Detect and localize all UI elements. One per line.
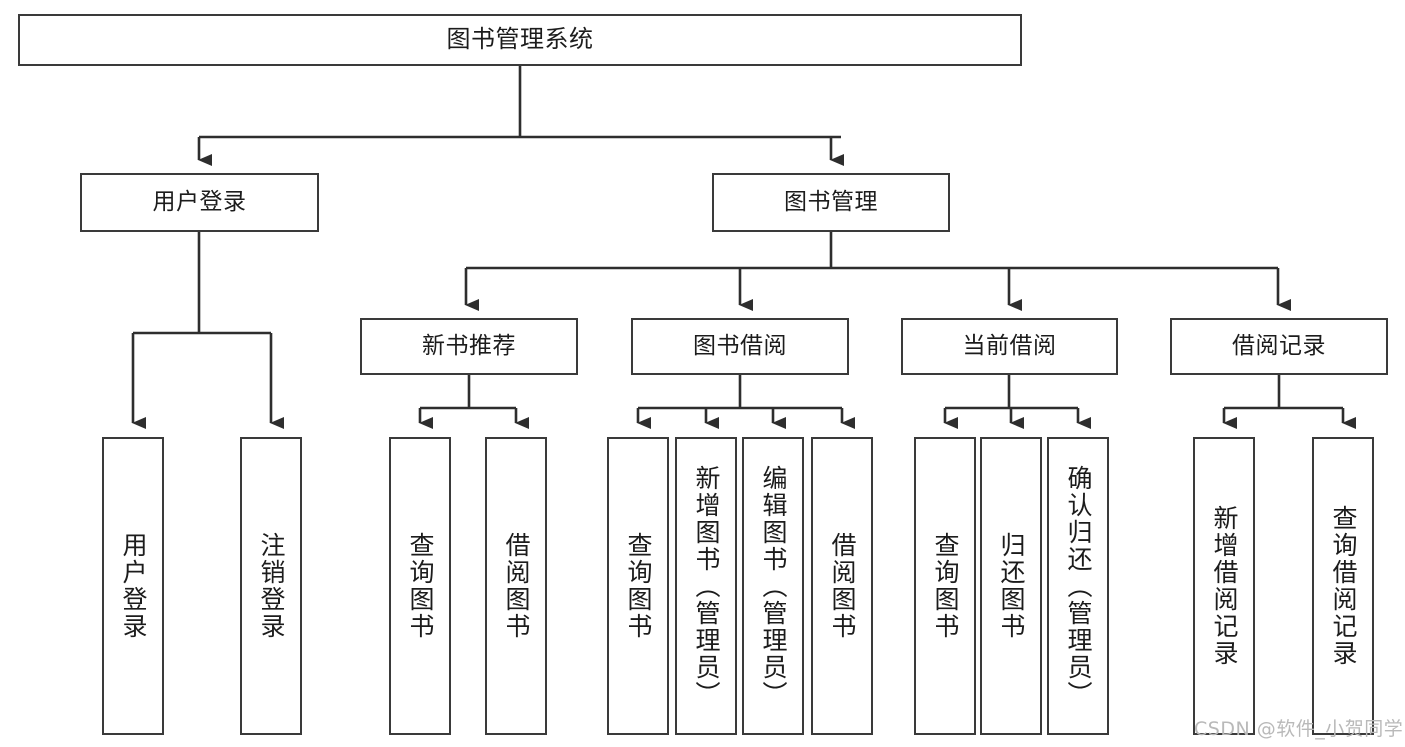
node-leaf-query-book-3-label: 查询图书 <box>931 532 960 640</box>
node-leaf-query-record[interactable]: 查询借阅记录 <box>1312 437 1374 735</box>
node-leaf-add-book-label: 新增图书（管理员） <box>692 464 721 708</box>
node-book-borrow[interactable]: 图书借阅 <box>631 318 849 375</box>
node-leaf-borrow-book-2-label: 借阅图书 <box>828 532 857 640</box>
node-leaf-query-book-1[interactable]: 查询图书 <box>389 437 451 735</box>
node-leaf-query-book-3[interactable]: 查询图书 <box>914 437 976 735</box>
csdn-watermark: CSDN @软件_小贺同学 <box>1194 718 1404 740</box>
node-borrow-record[interactable]: 借阅记录 <box>1170 318 1388 375</box>
node-leaf-query-book-1-label: 查询图书 <box>406 532 435 640</box>
node-leaf-return-book[interactable]: 归还图书 <box>980 437 1042 735</box>
node-book-management-label: 图书管理 <box>784 189 878 216</box>
node-leaf-return-book-label: 归还图书 <box>997 532 1026 640</box>
node-book-management[interactable]: 图书管理 <box>712 173 950 232</box>
node-leaf-query-book-2-label: 查询图书 <box>624 532 653 640</box>
node-new-book-recommend[interactable]: 新书推荐 <box>360 318 578 375</box>
node-leaf-user-logout[interactable]: 注销登录 <box>240 437 302 735</box>
node-leaf-add-record-label: 新增借阅记录 <box>1210 505 1239 667</box>
node-current-borrow[interactable]: 当前借阅 <box>901 318 1118 375</box>
node-root-label: 图书管理系统 <box>446 25 594 54</box>
node-user-login[interactable]: 用户登录 <box>80 173 319 232</box>
node-leaf-add-record[interactable]: 新增借阅记录 <box>1193 437 1255 735</box>
node-leaf-user-logout-label: 注销登录 <box>257 532 286 640</box>
node-leaf-user-login[interactable]: 用户登录 <box>102 437 164 735</box>
node-new-book-recommend-label: 新书推荐 <box>422 333 516 360</box>
node-book-borrow-label: 图书借阅 <box>693 333 787 360</box>
node-leaf-borrow-book-1[interactable]: 借阅图书 <box>485 437 547 735</box>
node-root[interactable]: 图书管理系统 <box>18 14 1022 66</box>
node-current-borrow-label: 当前借阅 <box>962 333 1057 360</box>
node-leaf-borrow-book-2[interactable]: 借阅图书 <box>811 437 873 735</box>
node-leaf-user-login-label: 用户登录 <box>119 532 148 640</box>
node-leaf-confirm-return[interactable]: 确认归还（管理员） <box>1047 437 1109 735</box>
node-leaf-confirm-return-label: 确认归还（管理员） <box>1064 464 1093 708</box>
node-leaf-add-book[interactable]: 新增图书（管理员） <box>675 437 737 735</box>
node-user-login-label: 用户登录 <box>152 189 247 216</box>
node-leaf-query-record-label: 查询借阅记录 <box>1329 505 1358 667</box>
node-leaf-query-book-2[interactable]: 查询图书 <box>607 437 669 735</box>
node-leaf-borrow-book-1-label: 借阅图书 <box>502 532 531 640</box>
node-leaf-edit-book-label: 编辑图书（管理员） <box>759 464 788 708</box>
node-borrow-record-label: 借阅记录 <box>1232 333 1326 360</box>
node-leaf-edit-book[interactable]: 编辑图书（管理员） <box>742 437 804 735</box>
